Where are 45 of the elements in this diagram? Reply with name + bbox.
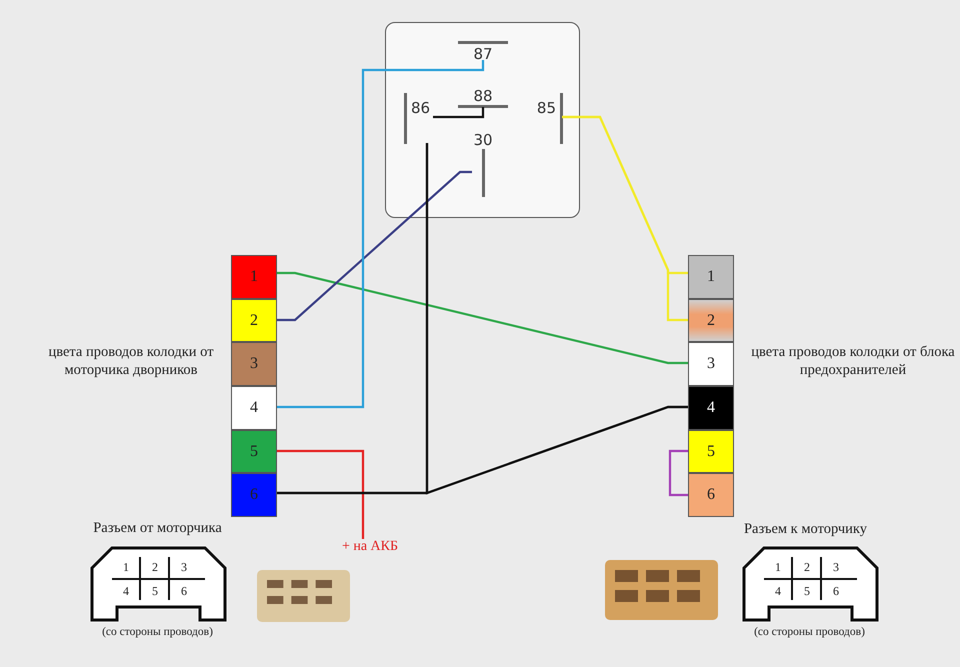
pin-number: 4 (774, 584, 782, 598)
caption-text: цвета проводов колодки от моторчика дворников (47, 343, 215, 379)
relay-pin: 87 (458, 41, 508, 61)
caption-text: цвета проводов колодки от блока предохранителей (750, 343, 956, 379)
pin-number: 5 (151, 584, 159, 598)
wire-color-cell: 4 (688, 386, 734, 430)
wire-color-cell: 2 (688, 299, 734, 342)
note-text: (со стороны проводов) (753, 625, 866, 640)
wire (277, 170, 472, 322)
wire-color-cell: 3 (231, 342, 277, 386)
wire (277, 272, 688, 364)
note-text: (со стороны проводов) (101, 625, 214, 640)
wire (277, 60, 484, 408)
wire-color-cell: 6 (231, 473, 277, 517)
pin-number: 5 (803, 584, 811, 598)
relay-pin: 30 (473, 131, 493, 197)
pin-number: 3 (180, 560, 188, 574)
wire (562, 116, 688, 322)
relay-pin: 86 (404, 93, 434, 144)
pin-number: 4 (122, 584, 130, 598)
wire (426, 143, 688, 495)
relay-pin: 88 (458, 87, 508, 108)
pin-number: 6 (180, 584, 188, 598)
connector-title: Разъем к моторчику (742, 520, 868, 538)
pin-number: 3 (832, 560, 840, 574)
wire-color-cell: 1 (688, 255, 734, 299)
pin-number: 1 (122, 560, 130, 574)
wire (277, 450, 364, 539)
pin-number: 6 (832, 584, 840, 598)
wire-color-cell: 3 (688, 342, 734, 386)
battery-label: + на АКБ (333, 539, 407, 557)
pin-number: 2 (151, 560, 159, 574)
wire (668, 450, 688, 496)
wire-color-cell: 1 (231, 255, 277, 299)
pin-number: 1 (774, 560, 782, 574)
relay-pin: 85 (526, 93, 563, 144)
wire-color-cell: 6 (688, 473, 734, 517)
pin-number: 2 (803, 560, 811, 574)
wire-color-cell: 2 (231, 299, 277, 342)
wire-color-cell: 5 (231, 430, 277, 473)
relay-box (385, 22, 580, 218)
wire (433, 107, 484, 118)
connector-title: Разъем от моторчика (92, 519, 223, 537)
wire-color-cell: 4 (231, 386, 277, 430)
wire-color-cell: 5 (688, 430, 734, 473)
